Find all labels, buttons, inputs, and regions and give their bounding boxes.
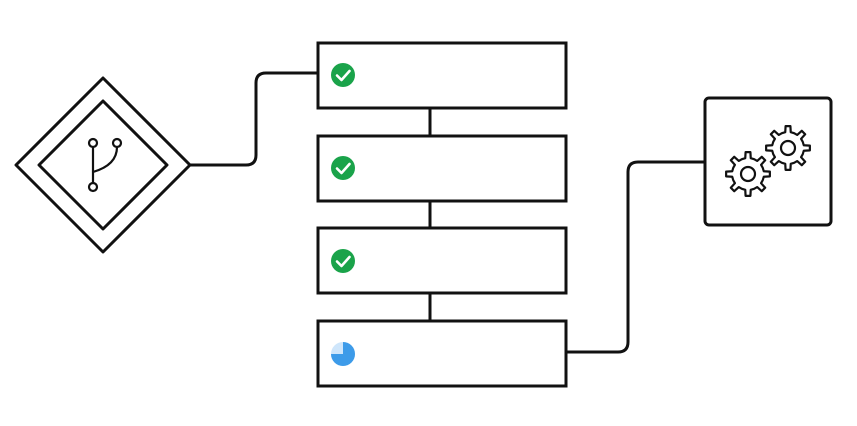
source-node-inner-diamond — [37, 99, 169, 231]
step-2 — [316, 134, 568, 203]
check-circle-icon — [331, 249, 355, 273]
step-4-box — [316, 319, 568, 388]
connector-step4-to-target — [566, 160, 705, 354]
gear-small-hole — [739, 165, 757, 183]
source-node — [14, 76, 192, 254]
step-4 — [316, 319, 568, 388]
gear-large-icon — [765, 125, 811, 171]
connectors — [190, 71, 705, 354]
step-1-box — [316, 41, 568, 110]
progress-pie-icon — [331, 342, 355, 366]
progress-pie-fill — [331, 342, 355, 366]
connector-source-to-step1 — [190, 71, 318, 167]
step-3-box — [316, 226, 568, 295]
gear-large-hole — [779, 139, 797, 157]
gear-small-icon — [725, 151, 771, 197]
gears-icon — [725, 125, 811, 197]
step-1 — [316, 41, 568, 110]
check-circle-icon — [331, 156, 355, 180]
check-circle-icon — [331, 63, 355, 87]
step-3 — [316, 226, 568, 295]
target-node — [703, 96, 833, 227]
git-branch-icon — [87, 137, 123, 193]
step-2-box — [316, 134, 568, 203]
steps-column — [316, 41, 568, 388]
target-node-box — [703, 96, 833, 227]
